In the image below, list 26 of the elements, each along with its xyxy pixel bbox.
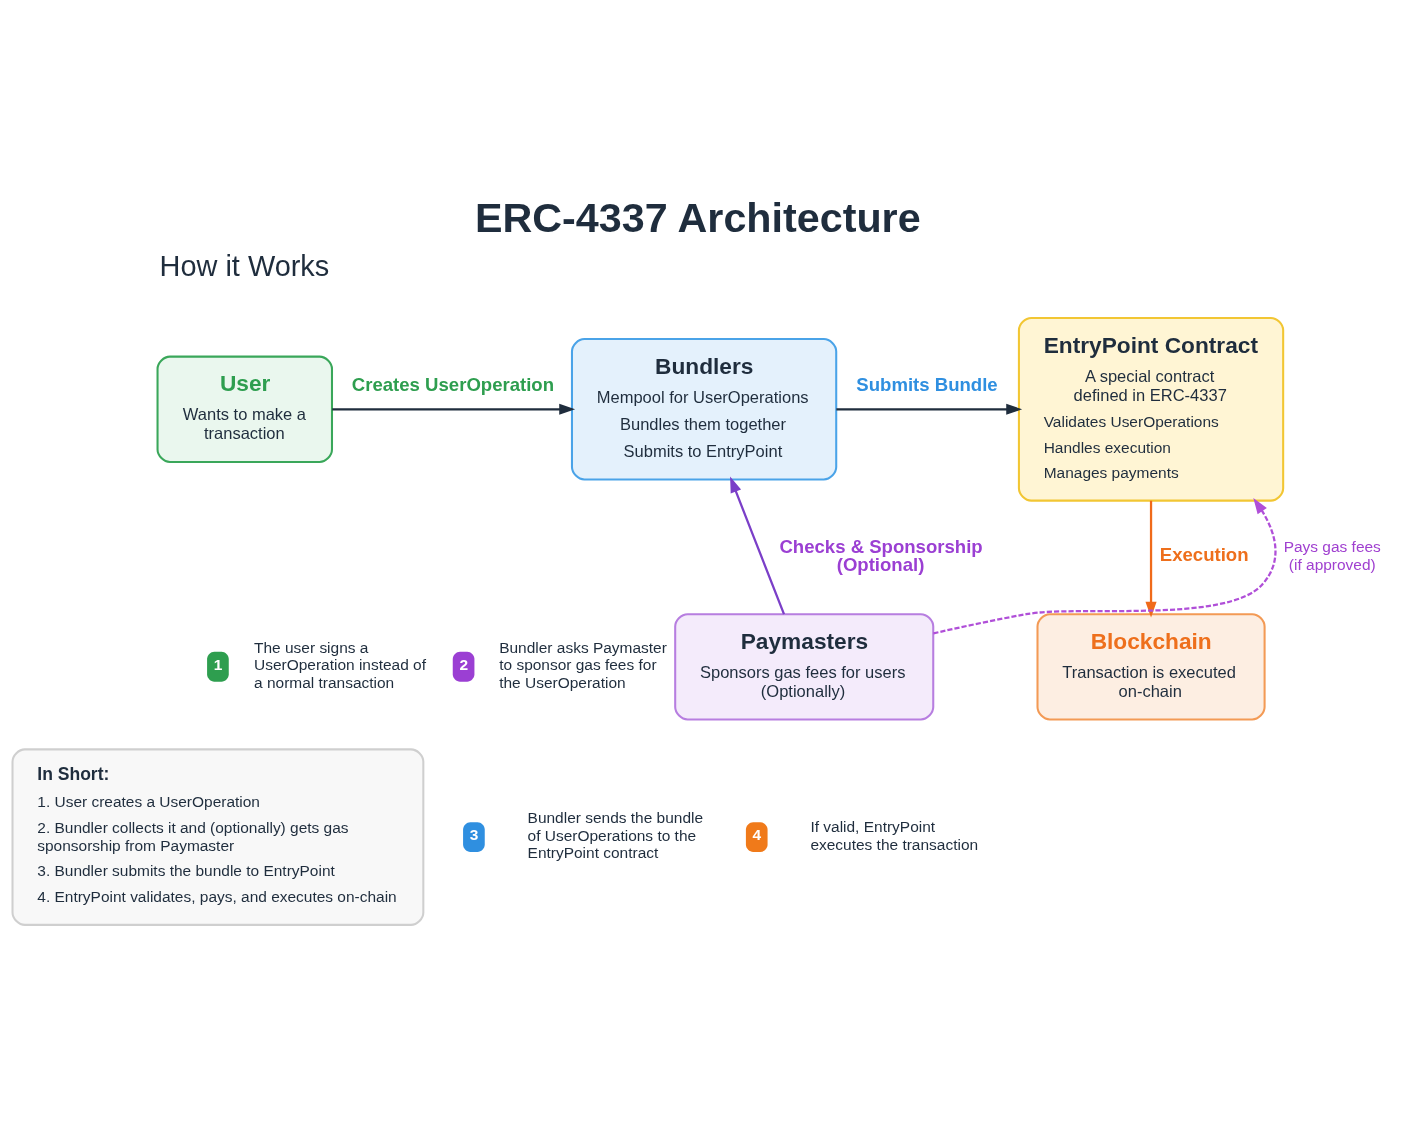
label: Bundler sends the bundle of UserOperations to the EntryPoint contract [527,809,704,862]
label: 2 [459,655,469,673]
edge-label: Submits Bundle [856,374,998,396]
label: 4 [752,826,762,844]
label: Bundler asks Paymaster to sponsor gas fees for the UserOperation [499,638,667,691]
edge-label: Checks & Sponsorship (Optional) [779,535,983,576]
label: If valid, EntryPoint executes the transaction [810,817,979,853]
edge-label: Creates UserOperation [351,374,555,396]
label: 3 [469,826,479,844]
node-box: Paymasters Sponsors gas fees for users (Optionally) [674,613,935,721]
arrow [730,476,786,615]
arrow [933,497,1277,635]
arrow [836,403,1023,415]
label: The user signs a UserOperation instead of a normal transaction [254,638,427,691]
edge-label: Execution [1159,543,1249,565]
node-box: Blockchain Transaction is executed on-chain [1036,613,1266,721]
diagram-title: ERC-4337 Architecture [474,195,921,242]
node-box: Bundlers Mempool for UserOperations Bundles them together Submits to EntryPoint [570,338,838,481]
node-box: EntryPoint Contract A special contract defined in ERC-4337 Validates UserOperations Handles execution Manages payments [1017,316,1285,502]
arrow [1145,500,1157,618]
label: 1 [213,655,223,673]
edge-label: Pays gas fees (if approved) [1283,538,1381,573]
label: How it Works [159,250,330,283]
node-box: User Wants to make a transaction [156,355,333,463]
node-box: In Short: 1. User creates a UserOperation 2. Bundler collects it and (optionally) gets gas sponsorship from Paymaster 3. Bundler submits the bundle to EntryPoint 4. EntryPoint validates, pays, and executes on-chain [11,748,425,926]
arrow [332,403,576,415]
